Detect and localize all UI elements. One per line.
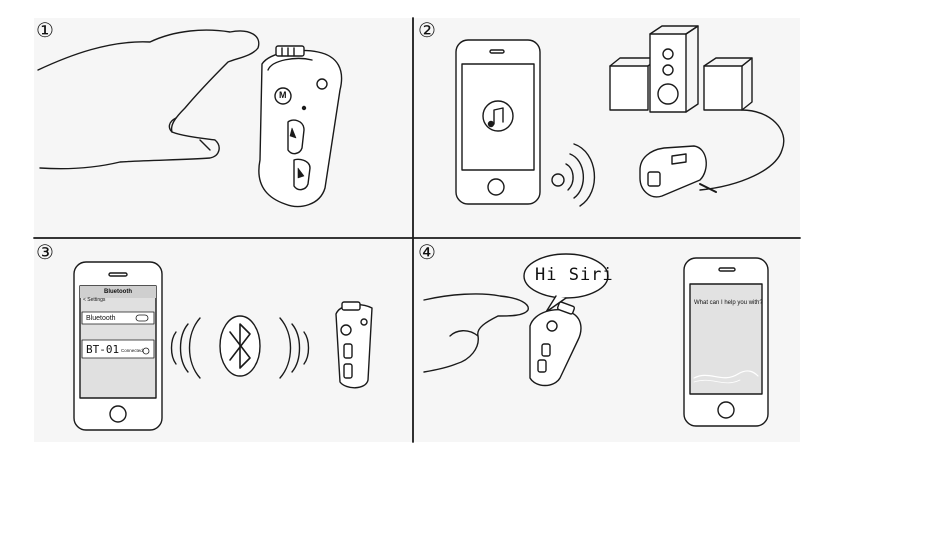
bluetooth-screen-title: Bluetooth <box>104 289 132 295</box>
step-number-3: ③ <box>36 242 54 262</box>
bluetooth-icon <box>220 316 260 376</box>
settings-back-link: < Settings <box>83 298 105 303</box>
mode-button-letter: M <box>279 91 287 100</box>
step-number-1: ① <box>36 20 54 40</box>
paired-device-name: BT-01 <box>86 344 119 355</box>
smartphone-siri <box>684 258 768 426</box>
receiver-device-pairing <box>336 302 372 388</box>
siri-prompt: What can I help you with? <box>694 300 763 306</box>
connection-status: Connected <box>121 349 143 354</box>
step-number-4: ④ <box>418 242 436 262</box>
smartphone <box>456 40 540 204</box>
step-number-2: ② <box>418 20 436 40</box>
bluetooth-toggle-label: Bluetooth <box>86 315 116 322</box>
hi-siri-speech: Hi Siri <box>535 267 614 284</box>
